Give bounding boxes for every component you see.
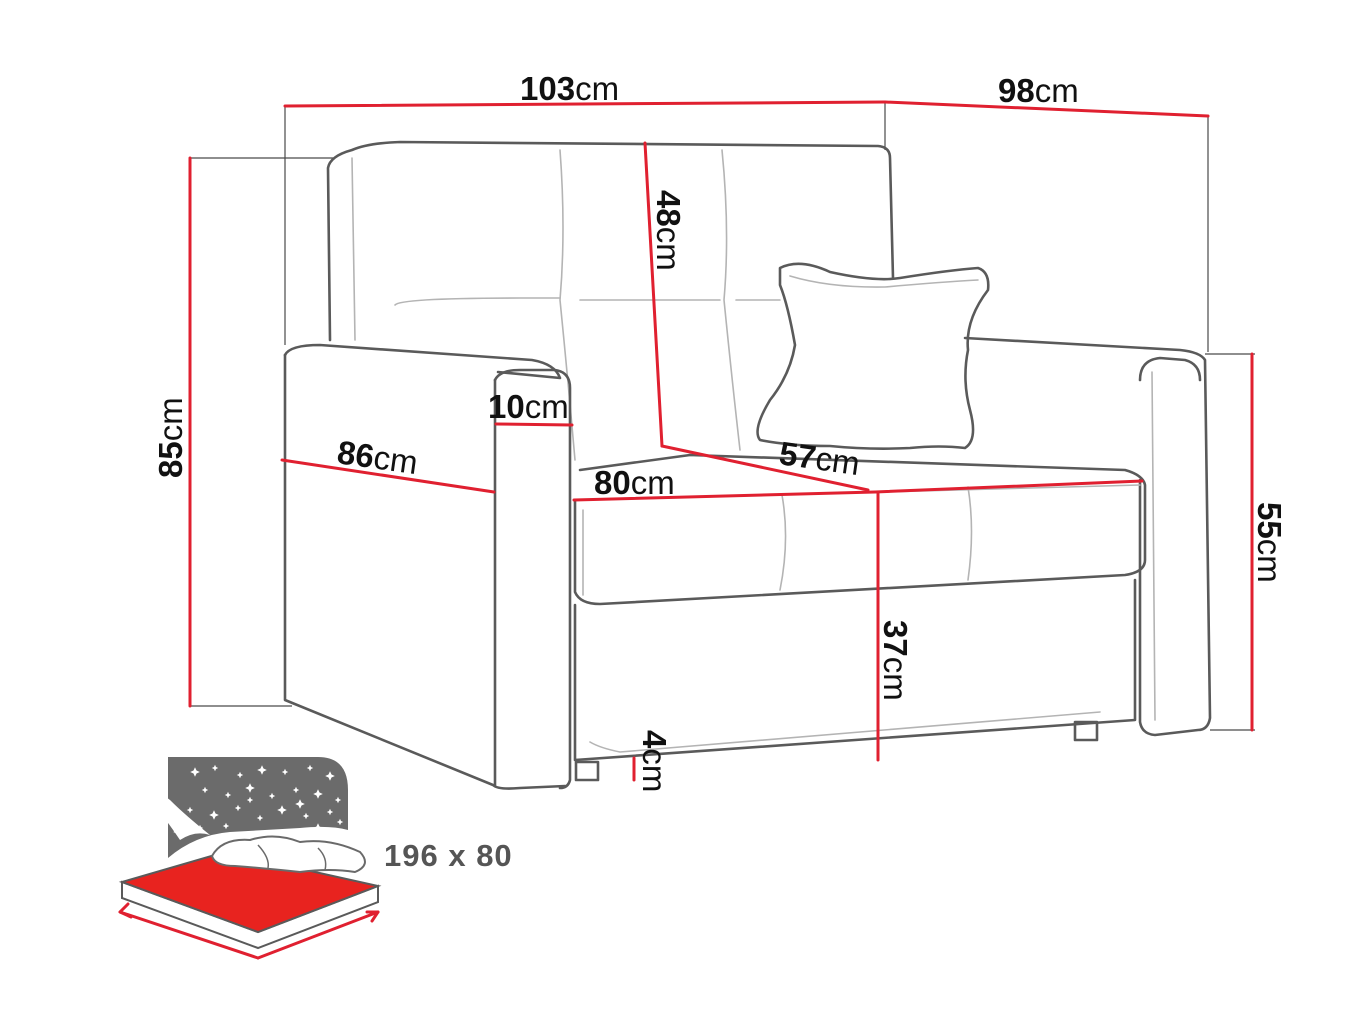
star-icon [201, 786, 209, 794]
star-icon [313, 823, 323, 833]
star-icon [257, 765, 267, 775]
label-seat-depth: 57cm [777, 434, 862, 482]
star-icon [190, 767, 200, 777]
star-icon [209, 810, 219, 820]
sofa-base [573, 578, 1137, 762]
star-icon [186, 806, 194, 814]
sofa-drawing [283, 140, 1212, 790]
pillow [756, 262, 990, 450]
label-arm-height: 55cm [1251, 502, 1288, 583]
seat-cushion [573, 453, 1147, 606]
dimension-lines [188, 100, 1254, 782]
label-total-height: 85cm [152, 397, 189, 478]
star-icon [236, 771, 244, 779]
bed-width-arrow [256, 910, 380, 960]
star-icon [292, 786, 300, 794]
star-icon [256, 814, 264, 822]
star-icon [246, 796, 254, 804]
pillow-icon [210, 835, 366, 874]
star-icon [302, 812, 310, 820]
star-icon [313, 789, 323, 799]
star-icon [268, 792, 276, 800]
star-icon [234, 804, 242, 812]
star-icon [245, 783, 255, 793]
label-leg-height: 4cm [636, 730, 673, 792]
star-icon [295, 799, 305, 809]
star-icon [281, 768, 289, 776]
bed-length-arrow [118, 910, 260, 960]
leg-front [574, 760, 600, 782]
dim-line-seat-depth [660, 444, 870, 492]
dim-line-total-width [283, 100, 887, 108]
leg-rear [1073, 720, 1099, 742]
label-arm-depth: 86cm [335, 433, 420, 481]
dim-line-back-height [643, 141, 664, 448]
star-icon [334, 796, 342, 804]
star-icon [277, 805, 287, 815]
label-seat-height: 37cm [877, 620, 914, 701]
dim-line-arm-width [494, 422, 574, 427]
label-seat-width: 80cm [594, 464, 675, 501]
label-total-width: 103cm [520, 70, 619, 107]
sleeping-area-size: 196 x 80 [384, 838, 513, 873]
star-icon [222, 822, 230, 830]
left-arm [283, 343, 562, 380]
star-icon [336, 818, 344, 826]
label-back-height: 48cm [650, 190, 687, 271]
label-arm-width: 10cm [488, 388, 569, 425]
dim-line-arm-depth [280, 458, 496, 494]
label-depth: 98cm [998, 72, 1079, 109]
backrest [326, 140, 895, 342]
star-icon [196, 824, 204, 832]
star-icon [173, 827, 183, 837]
dim-line-seat-width-right [873, 479, 1144, 494]
guide-lines [190, 102, 1255, 731]
night-sky-panel [168, 757, 348, 858]
star-icon [211, 764, 219, 772]
right-arm [963, 336, 1212, 737]
star-icon [325, 771, 335, 781]
star-icon [224, 791, 232, 799]
dim-line-depth [883, 100, 1210, 118]
dim-line-seat-width [572, 490, 877, 502]
sleeping-function-icon: 196 x 80 [118, 757, 513, 960]
mattress-top [118, 850, 382, 934]
stars-icon [173, 764, 344, 837]
star-icon [326, 808, 334, 816]
star-icon [306, 764, 314, 772]
